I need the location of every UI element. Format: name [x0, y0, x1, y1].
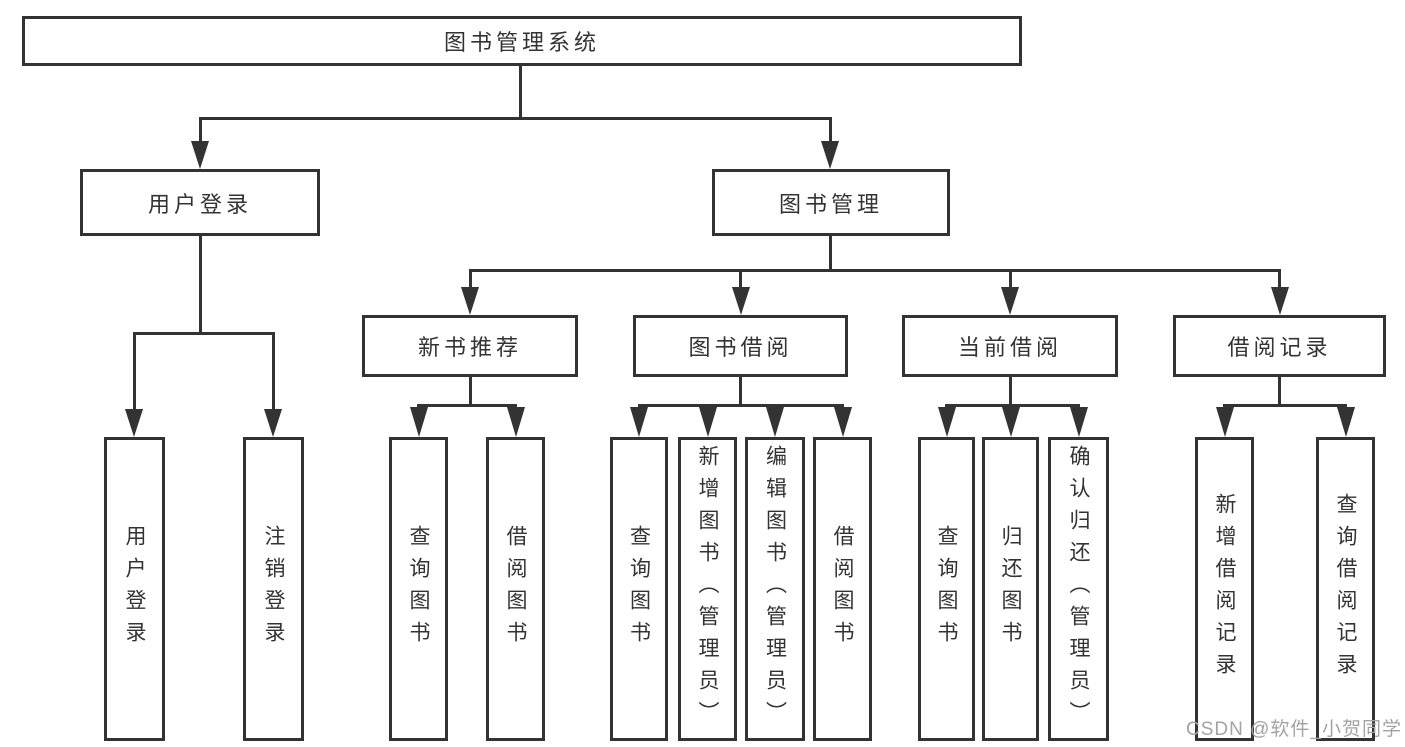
- leaf-logout: 注销登录: [243, 437, 304, 741]
- connector-vline: [271, 333, 275, 410]
- connector-arrowhead: [409, 407, 428, 437]
- connector-arrowhead: [1001, 287, 1019, 315]
- leaf-query-borrow-record: 查询借阅记录: [1316, 437, 1375, 741]
- connector-vline: [198, 118, 202, 141]
- leaf-user-login: 用户登录: [104, 437, 165, 741]
- connector-arrowhead: [264, 409, 282, 437]
- connector-vline: [1008, 377, 1012, 406]
- connector-arrowhead: [766, 407, 784, 437]
- leaf-borrow-books-label: 借阅图书: [831, 525, 854, 653]
- connector-arrowhead: [1069, 407, 1088, 437]
- connector-hline: [198, 117, 832, 120]
- connector-vline: [198, 236, 202, 335]
- connector-arrowhead: [506, 407, 525, 437]
- connector-vline: [739, 270, 742, 288]
- leaf-borrow-books: 借阅图书: [813, 437, 872, 741]
- leaf-query-books-current-label: 查询图书: [935, 525, 958, 653]
- connector-arrowhead: [937, 407, 956, 437]
- leaf-user-login-label: 用户登录: [123, 525, 146, 653]
- leaf-add-books-admin-label: 新增图书（管理员）: [696, 445, 719, 733]
- leaf-query-books-recommend: 查询图书: [389, 437, 448, 741]
- leaf-add-books-admin: 新增图书（管理员）: [678, 437, 737, 741]
- connector-vline: [1008, 270, 1012, 288]
- connector-vline: [828, 236, 832, 272]
- connector-arrowhead: [821, 141, 839, 169]
- connector-hline: [468, 269, 1281, 272]
- connector-hline: [417, 403, 517, 407]
- connector-arrowhead: [630, 407, 648, 437]
- leaf-query-books-recommend-label: 查询图书: [407, 525, 430, 653]
- connector-arrowhead: [1270, 287, 1289, 315]
- leaf-borrow-books-recommend-label: 借阅图书: [504, 525, 527, 653]
- connector-arrowhead: [1336, 407, 1355, 437]
- connector-hline: [945, 403, 1080, 407]
- connector-vline: [1278, 270, 1281, 288]
- connector-hline: [637, 403, 844, 407]
- connector-hline: [1223, 403, 1347, 407]
- node-book-borrowing: 图书借阅: [633, 315, 848, 377]
- connector-arrowhead: [833, 407, 852, 437]
- connector-arrowhead: [1001, 407, 1020, 437]
- leaf-query-books-borrowing: 查询图书: [610, 437, 668, 741]
- watermark: CSDN @软件_小贺同学: [1186, 719, 1402, 740]
- connector-hline: [132, 332, 275, 335]
- connector-vline: [518, 66, 522, 120]
- connector-arrowhead: [191, 141, 209, 169]
- node-new-book-recommendation: 新书推荐: [362, 315, 578, 377]
- leaf-return-books-label: 归还图书: [999, 525, 1022, 653]
- node-borrowing-records: 借阅记录: [1173, 315, 1386, 377]
- leaf-add-borrow-record: 新增借阅记录: [1195, 437, 1254, 741]
- leaf-confirm-return-admin: 确认归还（管理员）: [1048, 437, 1109, 741]
- leaf-query-books-borrowing-label: 查询图书: [627, 525, 651, 653]
- connector-arrowhead: [731, 287, 750, 315]
- node-user-login-branch: 用户登录: [80, 169, 320, 236]
- leaf-borrow-books-recommend: 借阅图书: [486, 437, 545, 741]
- connector-arrowhead: [461, 287, 479, 315]
- leaf-edit-books-admin: 编辑图书（管理员）: [745, 437, 805, 741]
- node-current-borrowing: 当前借阅: [902, 315, 1118, 377]
- node-library-management-system: 图书管理系统: [22, 16, 1022, 66]
- leaf-return-books: 归还图书: [982, 437, 1039, 741]
- connector-vline: [1278, 377, 1281, 406]
- node-book-management-branch: 图书管理: [712, 169, 950, 236]
- leaf-confirm-return-admin-label: 确认归还（管理员）: [1067, 445, 1090, 733]
- leaf-logout-label: 注销登录: [262, 525, 285, 653]
- connector-vline: [132, 333, 136, 410]
- leaf-query-borrow-record-label: 查询借阅记录: [1334, 493, 1357, 685]
- connector-arrowhead: [125, 409, 143, 437]
- leaf-edit-books-admin-label: 编辑图书（管理员）: [763, 445, 787, 733]
- connector-arrowhead: [698, 407, 717, 437]
- connector-arrowhead: [1215, 407, 1234, 437]
- leaf-query-books-current: 查询图书: [918, 437, 975, 741]
- connector-vline: [828, 118, 832, 141]
- connector-vline: [468, 377, 472, 406]
- connector-vline: [468, 270, 472, 288]
- leaf-add-borrow-record-label: 新增借阅记录: [1213, 493, 1236, 685]
- connector-vline: [739, 377, 742, 406]
